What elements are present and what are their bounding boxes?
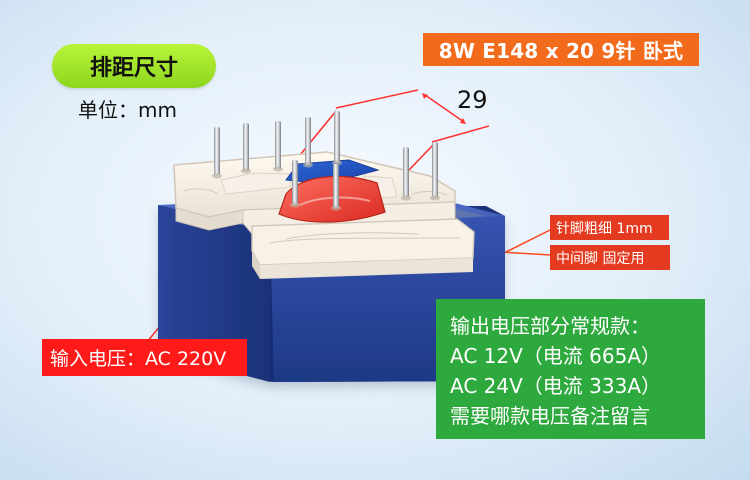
output-line-4: 需要哪款电压备注留言 <box>450 404 650 428</box>
middle-pin-tag: 中间脚 固定用 <box>550 245 670 270</box>
dimension-value: 29 <box>457 86 488 114</box>
output-line-3: AC 24V（电流 333A） <box>450 374 661 398</box>
output-line-2: AC 12V（电流 665A） <box>450 344 661 368</box>
input-voltage-callout: 输入电压：AC 220V <box>42 339 247 376</box>
unit-label: 单位：mm <box>78 98 177 122</box>
output-line-1: 输出电压部分常规款： <box>450 314 650 338</box>
pins <box>212 111 440 211</box>
spacing-title-badge: 排距尺寸 <box>52 44 216 88</box>
model-tag: 8W E148 x 20 9针 卧式 <box>423 33 699 66</box>
output-voltage-callout: 输出电压部分常规款： AC 12V（电流 665A） AC 24V（电流 333… <box>436 299 705 439</box>
pin-thickness-tag: 针脚粗细 1mm <box>550 215 669 240</box>
